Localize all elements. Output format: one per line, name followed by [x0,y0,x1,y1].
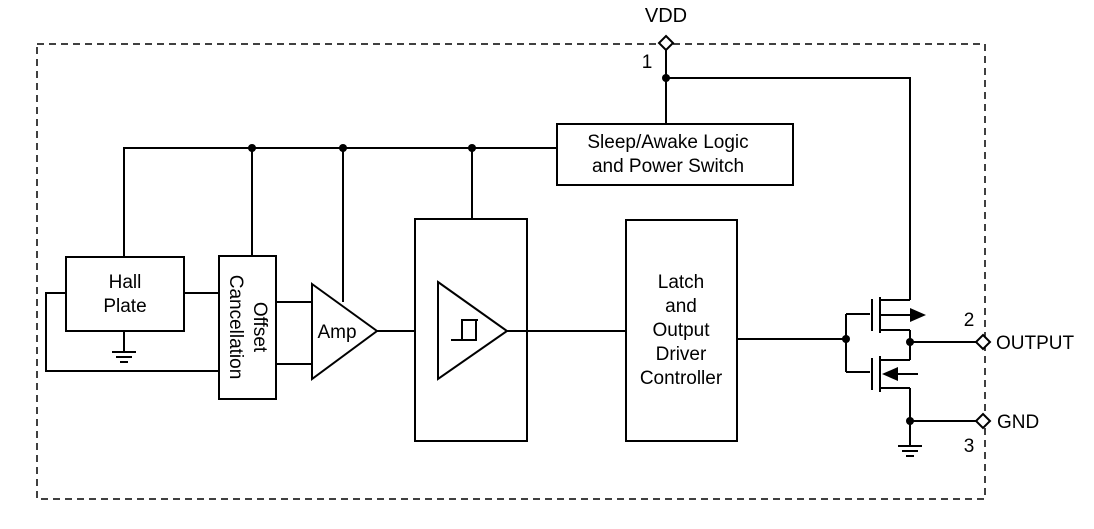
hall-plate-label-line2: Plate [103,296,146,317]
hall-feedback-wire [45,292,219,372]
output-label: OUTPUT [996,333,1075,354]
latch-driver-block [625,219,738,442]
latch-label-line2: and [665,296,697,317]
gnd-pin-number: 3 [964,436,975,457]
gnd-pin-terminal [974,412,992,430]
chip-boundary [36,43,986,500]
nmos-transistor [871,356,918,392]
offset-label-line1: Offset [249,302,270,353]
supply-bus-wire [123,147,557,257]
sleep-logic-label-line1: Sleep/Awake Logic [587,132,748,153]
offset-label-line2: Cancellation [225,275,246,380]
pmos-transistor [871,297,926,333]
output-pin-number: 2 [964,310,975,331]
vdd-junction-dot [662,74,670,82]
comparator-triangle [437,280,509,381]
output-pin-terminal [974,333,992,351]
bus-junction-dot [248,144,256,152]
ground-symbol [112,331,136,363]
vdd-to-output-fet-wire [666,77,911,300]
gnd-label: GND [997,412,1039,433]
latch-label-line1: Latch [658,272,704,293]
sleep-logic-label-line2: and Power Switch [592,156,744,177]
latch-label-line3: Output [652,320,710,341]
latch-label-line5: Controller [640,368,723,389]
vdd-pin-terminal [657,34,675,52]
latch-label-line4: Driver [656,344,707,365]
hall-plate-label-line1: Hall [109,272,142,293]
amp-label: Amp [317,322,356,343]
ground-symbol [898,445,922,457]
vdd-pin-number: 1 [642,52,653,73]
hysteresis-symbol [451,319,478,341]
sleep-awake-logic-block [556,123,794,186]
offset-cancellation-block [218,255,277,400]
bus-junction-dot [468,144,476,152]
hall-plate-block [65,256,185,332]
bus-junction-dot [339,144,347,152]
hysteresis-symbol [460,320,477,341]
vdd-label: VDD [645,5,687,27]
amplifier-triangle [311,282,379,381]
